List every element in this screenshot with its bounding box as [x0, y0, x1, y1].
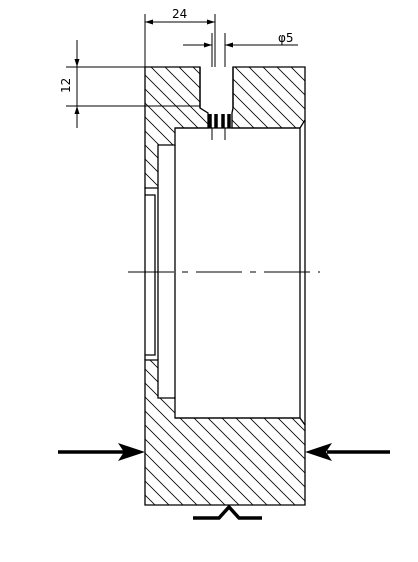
diameter-dimension-label: φ5 — [278, 31, 294, 45]
bottom-band — [144, 359, 306, 506]
dimension-depth — [66, 40, 200, 128]
width-dimension-label: 24 — [172, 7, 187, 21]
depth-dimension-label: 12 — [59, 78, 73, 93]
dimension-width — [144, 14, 216, 67]
outline — [144, 67, 306, 425]
datum-triangle-icon — [193, 504, 262, 520]
arrow-left-icon — [305, 443, 390, 461]
top-band-right — [231, 66, 306, 129]
arrow-right-icon — [58, 443, 145, 461]
seal-marks — [208, 114, 231, 128]
dimension-diameter — [183, 33, 298, 67]
